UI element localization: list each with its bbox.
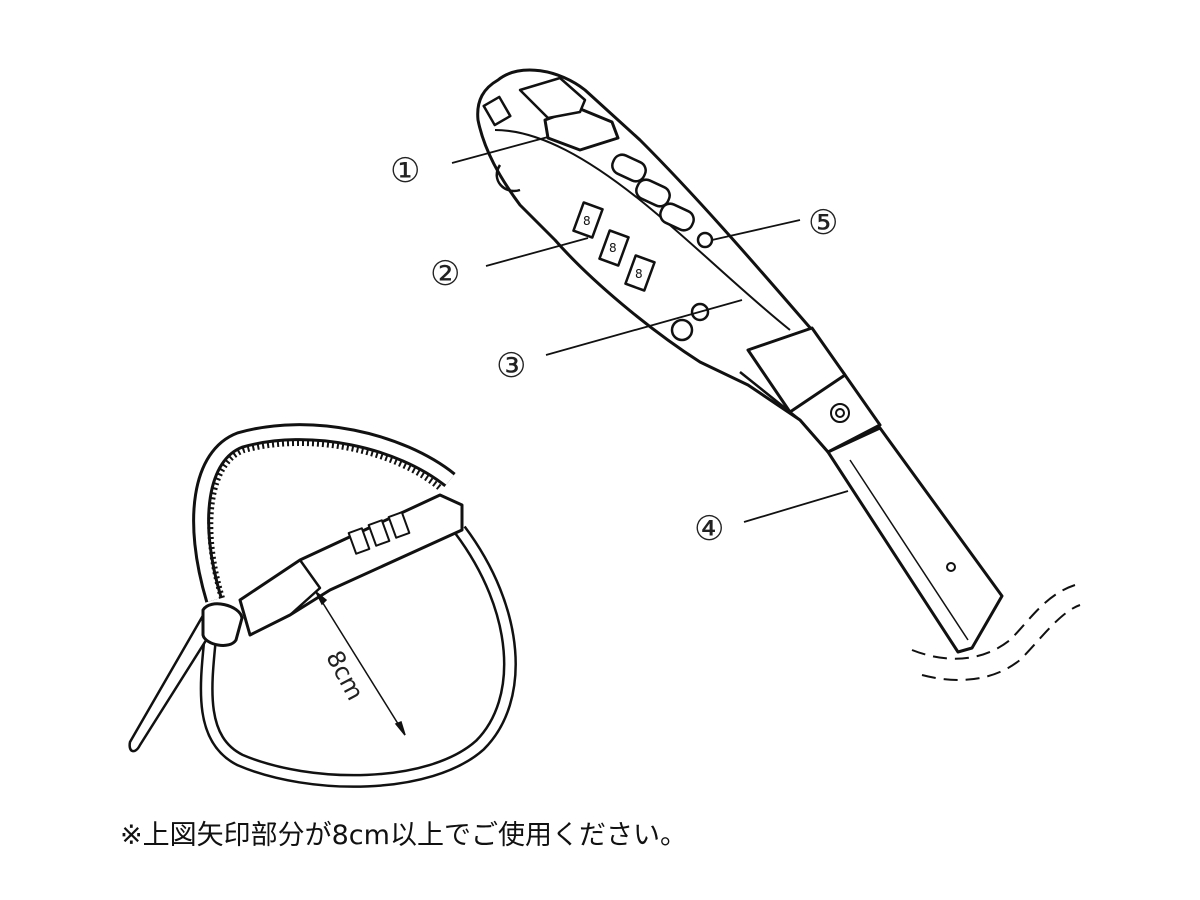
side-dials: 8 8 8: [572, 201, 656, 292]
callout-2: ②: [430, 254, 461, 294]
callout-3: ③: [496, 346, 527, 386]
frame-tube-lower: [921, 604, 1081, 681]
strap-keeper: [201, 602, 244, 647]
measurement-arrow: [315, 591, 406, 736]
svg-text:8: 8: [635, 267, 643, 281]
svg-text:8: 8: [583, 214, 591, 228]
cable-dials: [347, 511, 411, 555]
leader-lines: [451, 136, 849, 523]
strip-hole: [946, 562, 956, 572]
top-slots: [611, 153, 695, 232]
callout-1: ①: [390, 151, 421, 191]
cable-lock-head: [238, 493, 464, 637]
lock-body: [476, 68, 882, 454]
strap-tail: [128, 610, 224, 753]
lock-collar: [746, 326, 847, 414]
frame-tube: [911, 584, 1076, 660]
cable-lock: [128, 423, 517, 788]
svg-text:8: 8: [609, 241, 617, 255]
callout-4: ④: [694, 509, 725, 549]
side-button: [670, 318, 694, 342]
mount-strip: [826, 426, 1004, 654]
callout-5: ⑤: [808, 203, 839, 243]
usage-note: ※上図矢印部分が8cm以上でご使用ください。: [120, 820, 687, 851]
top-hole: [696, 231, 714, 249]
mounted-lock: 8 8 8: [476, 68, 1081, 681]
